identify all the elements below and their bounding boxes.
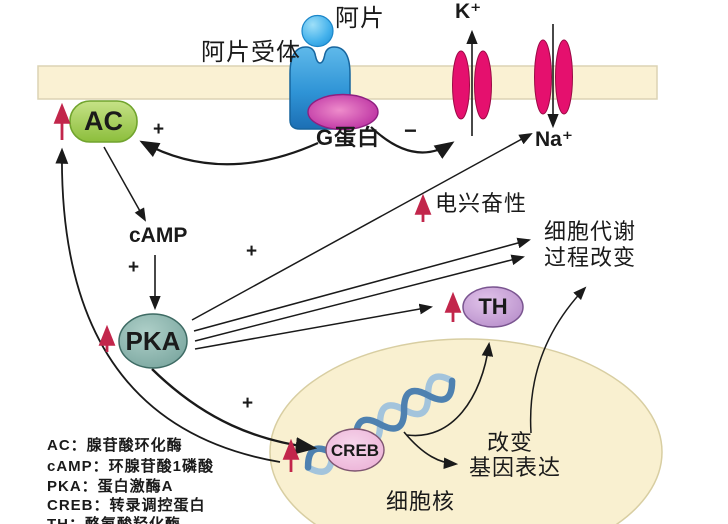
arrow-creb-to-ac bbox=[55, 147, 281, 463]
th-label: TH bbox=[478, 294, 508, 319]
pka-label: PKA bbox=[125, 326, 181, 356]
metabolism-label-line1: 细胞代谢 bbox=[544, 219, 637, 244]
cell-nucleus bbox=[269, 338, 663, 524]
legend-item-ac: AC：腺苷酸环化酶 bbox=[47, 437, 183, 454]
na-ion-label: Na⁺ bbox=[535, 128, 573, 151]
ac-label: AC bbox=[84, 106, 123, 136]
th-node-shape bbox=[462, 286, 524, 328]
legend-item-camp: cAMP：环腺苷酸1磷酸 bbox=[47, 458, 215, 475]
arrow-dna-to-gene-expression bbox=[403, 431, 459, 469]
plus-sign-pka-creb: + bbox=[242, 393, 254, 414]
excitability-label: 电兴奋性 bbox=[435, 191, 528, 216]
g-protein-label: G蛋白 bbox=[316, 125, 381, 150]
plus-sign-pka-nachannel: + bbox=[246, 241, 258, 262]
arrow-gprotein-to-kchannel bbox=[370, 126, 455, 159]
legend-item-creb: CREB：转录调控蛋白 bbox=[47, 497, 206, 514]
metabolism-label-line2: 过程改变 bbox=[544, 245, 637, 270]
creb-node-shape bbox=[325, 428, 385, 472]
arrow-dna-to-th bbox=[406, 341, 494, 437]
arrow-pka-to-th bbox=[194, 303, 433, 350]
na-channel-icon bbox=[534, 39, 573, 115]
k-channel-icon bbox=[452, 50, 492, 120]
arrow-pka-to-metabolism-1 bbox=[193, 237, 531, 332]
k-ion-label: K⁺ bbox=[455, 0, 482, 23]
opioid-label: 阿片 bbox=[335, 5, 385, 32]
plus-sign-camp-pka: + bbox=[128, 257, 140, 278]
arrow-gprotein-to-ac bbox=[139, 140, 319, 166]
nucleus-label: 细胞核 bbox=[386, 489, 456, 514]
gene-change-label-line2: 基因表达 bbox=[469, 455, 562, 480]
arrow-gene-to-metabolism bbox=[529, 286, 587, 434]
camp-label: cAMP bbox=[129, 224, 188, 247]
creb-label: CREB bbox=[330, 440, 380, 460]
plus-sign-gprotein-ac: + bbox=[153, 119, 165, 140]
legend-item-th: TH：酪氨酸羟化酶 bbox=[47, 513, 181, 524]
minus-sign-gprotein-kchannel: − bbox=[404, 118, 417, 143]
arrow-pka-to-nachannel bbox=[191, 133, 533, 321]
receptor-label: 阿片受体 bbox=[201, 39, 301, 66]
g-protein-shape bbox=[307, 93, 379, 131]
pka-node-shape bbox=[118, 313, 188, 369]
gene-change-label-line1: 改变 bbox=[487, 430, 534, 455]
legend-item-pka: PKA：蛋白激酶A bbox=[47, 478, 174, 495]
upregulation-arrows bbox=[53, 102, 462, 472]
arrow-ac-to-camp bbox=[103, 146, 146, 222]
opioid-ligand-shape bbox=[301, 14, 334, 48]
arrow-pka-to-metabolism-2 bbox=[194, 254, 525, 342]
